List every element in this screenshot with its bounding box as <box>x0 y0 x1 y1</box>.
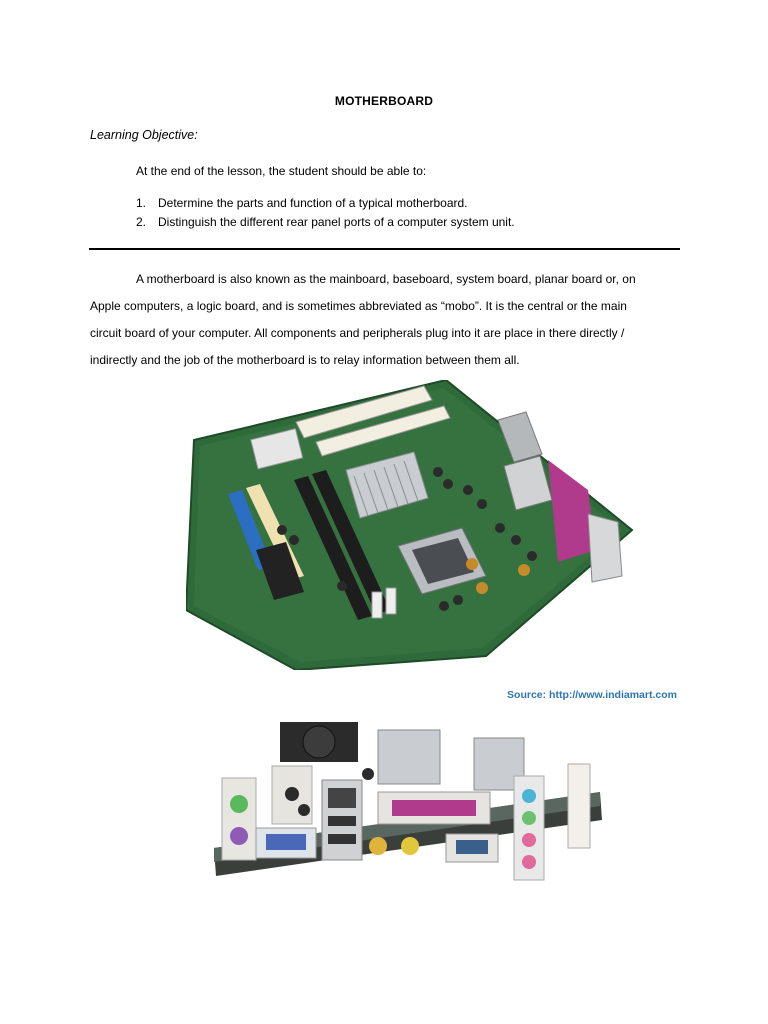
objectives-intro: At the end of the lesson, the student sh… <box>136 164 427 178</box>
learning-objective-label: Learning Objective: <box>90 128 198 142</box>
list-item: 2. Distinguish the different rear panel … <box>136 215 515 234</box>
paragraph-line: Apple computers, a logic board, and is s… <box>90 299 627 313</box>
section-divider <box>89 248 680 250</box>
list-item: 1. Determine the parts and function of a… <box>136 196 515 215</box>
motherboard-image <box>186 380 634 670</box>
list-number: 1. <box>136 196 147 210</box>
list-text: Distinguish the different rear panel por… <box>158 215 515 229</box>
list-number: 2. <box>136 215 147 229</box>
list-text: Determine the parts and function of a ty… <box>158 196 468 210</box>
paragraph-line: indirectly and the job of the motherboar… <box>90 353 520 367</box>
paragraph-line: A motherboard is also known as the mainb… <box>136 272 636 286</box>
image-source-caption: Source: http://www.indiamart.com <box>507 689 677 701</box>
paragraph-line: circuit board of your computer. All comp… <box>90 326 625 340</box>
rear-panel-image <box>214 722 602 881</box>
page-title: MOTHERBOARD <box>334 94 434 108</box>
body-paragraph: A motherboard is also known as the mainb… <box>90 266 682 374</box>
objectives-list: 1. Determine the parts and function of a… <box>136 196 515 234</box>
